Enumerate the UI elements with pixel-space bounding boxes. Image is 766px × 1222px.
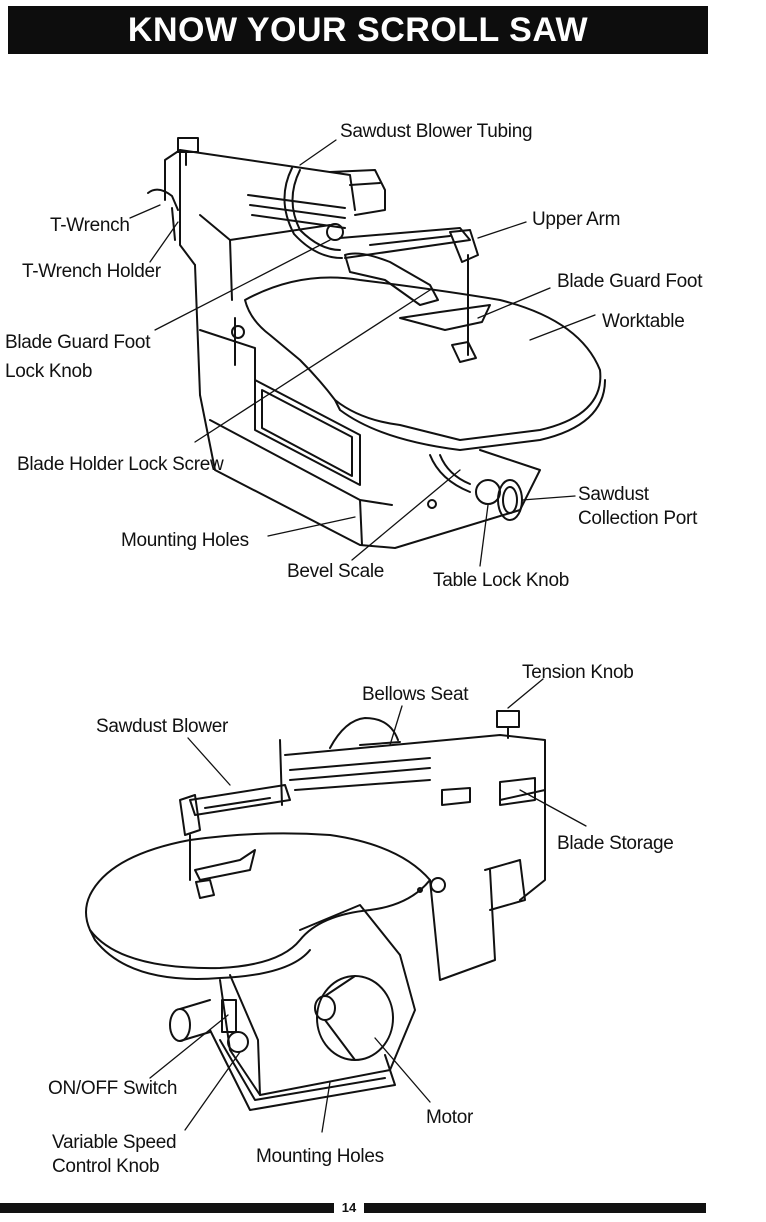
label-blade-guard-foot-lock-knob-line2: Lock Knob xyxy=(5,361,93,382)
label-blade-guard-foot: Blade Guard Foot xyxy=(557,271,703,292)
bottom-saw-drawing xyxy=(85,710,546,1111)
label-variable-speed-line2: Control Knob xyxy=(52,1156,160,1177)
label-motor: Motor xyxy=(426,1107,474,1128)
label-t-wrench: T-Wrench xyxy=(50,215,130,236)
label-blade-guard-foot-lock-knob-line1: Blade Guard Foot xyxy=(5,332,151,353)
footer-bar-right xyxy=(364,1203,706,1213)
label-variable-speed-line1: Variable Speed xyxy=(52,1132,177,1153)
top-leader-lines xyxy=(129,139,596,567)
label-sawdust-collection-port-line2: Collection Port xyxy=(578,508,698,529)
label-blade-storage: Blade Storage xyxy=(557,833,674,854)
page-number: 14 xyxy=(341,1200,357,1215)
label-sawdust-blower: Sawdust Blower xyxy=(96,716,229,737)
label-bevel-scale: Bevel Scale xyxy=(287,561,385,582)
label-mounting-holes-bottom: Mounting Holes xyxy=(256,1146,384,1167)
label-sawdust-blower-tubing: Sawdust Blower Tubing xyxy=(340,121,533,142)
page-title: KNOW YOUR SCROLL SAW xyxy=(127,10,589,49)
label-blade-holder-lock-screw: Blade Holder Lock Screw xyxy=(17,454,224,475)
label-bellows-seat: Bellows Seat xyxy=(362,684,469,705)
label-on-off-switch: ON/OFF Switch xyxy=(48,1078,178,1099)
label-tension-knob: Tension Knob xyxy=(522,662,634,683)
page-footer: 14 xyxy=(0,1199,766,1215)
label-t-wrench-holder: T-Wrench Holder xyxy=(22,261,161,282)
bottom-leader-lines xyxy=(149,678,587,1133)
page-title-bar: KNOW YOUR SCROLL SAW xyxy=(8,6,708,54)
label-worktable: Worktable xyxy=(602,311,685,332)
footer-bar-left xyxy=(0,1203,334,1213)
label-upper-arm: Upper Arm xyxy=(532,209,621,230)
label-mounting-holes-top: Mounting Holes xyxy=(121,530,249,551)
label-table-lock-knob: Table Lock Knob xyxy=(433,570,569,591)
label-sawdust-collection-port-line1: Sawdust xyxy=(578,484,649,505)
top-saw-drawing xyxy=(147,137,606,549)
